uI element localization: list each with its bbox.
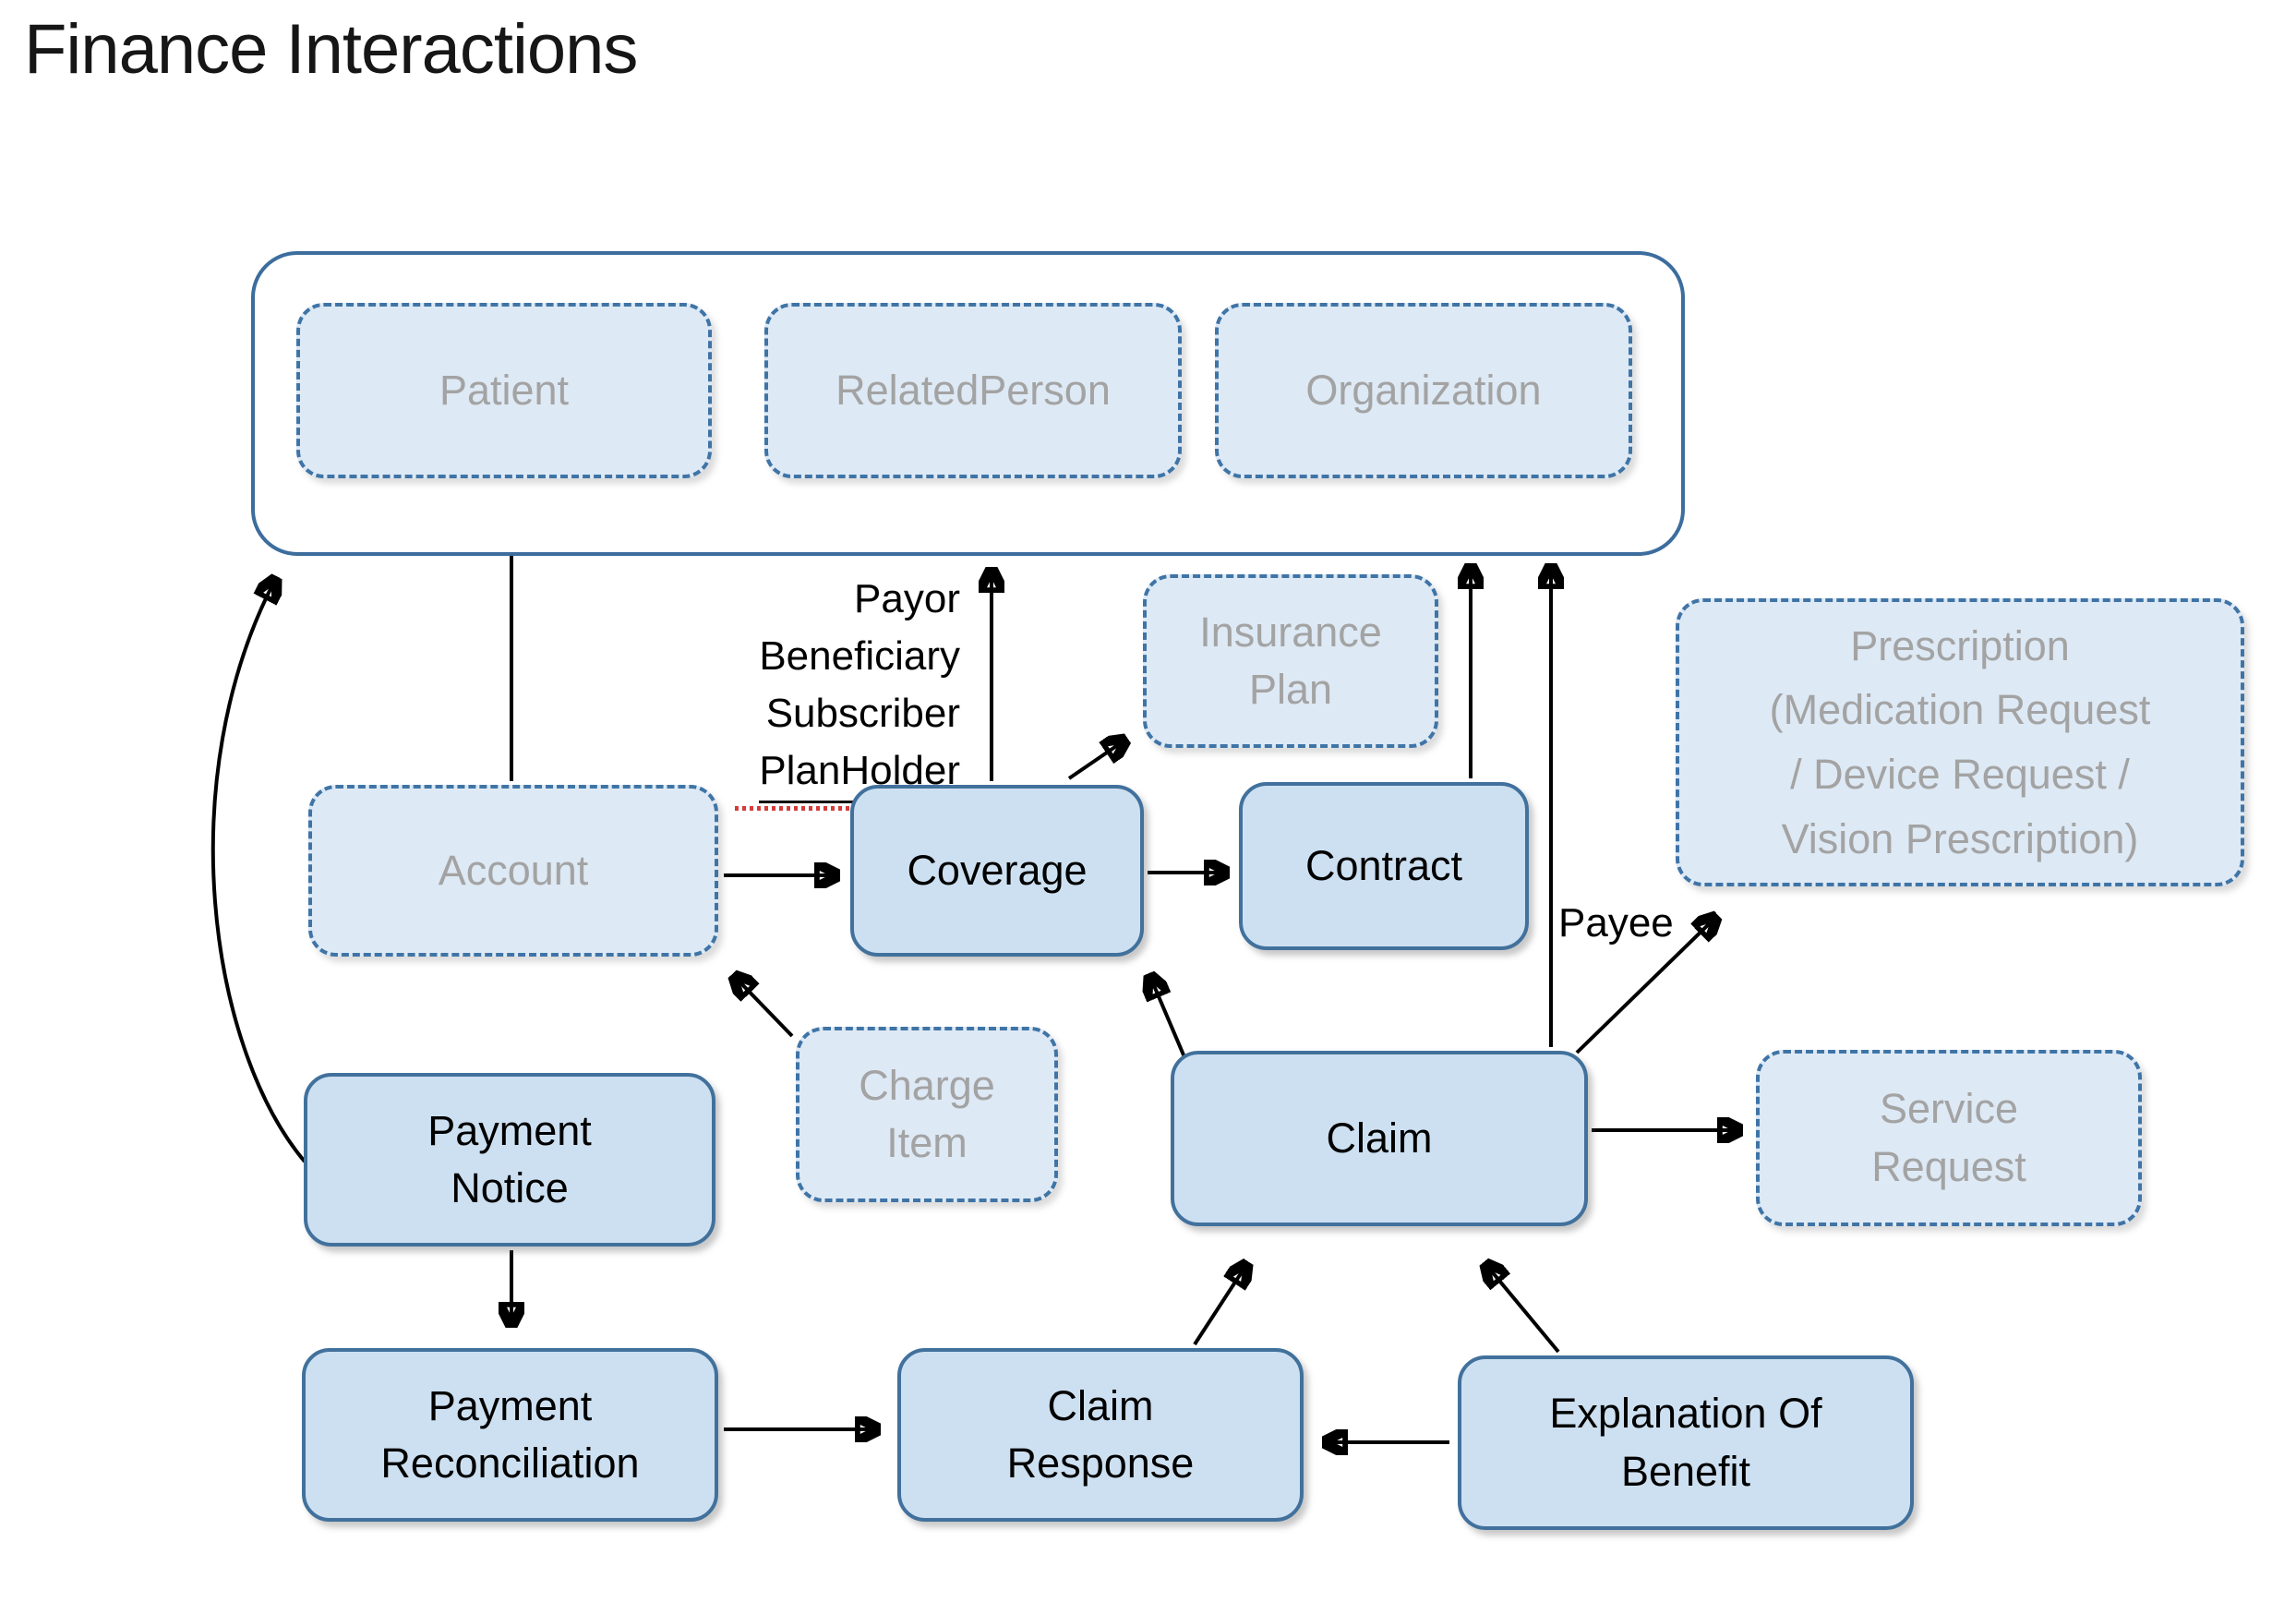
label-payor: Payor — [854, 576, 960, 621]
page-title: Finance Interactions — [24, 10, 638, 89]
arrow-explanation-of-benefit-to-claim — [1486, 1265, 1560, 1354]
arrow-claim-response-to-claim — [1193, 1265, 1246, 1346]
node-claim: Claim — [1171, 1051, 1588, 1226]
node-contract: Contract — [1239, 782, 1529, 950]
node-insurance-plan: Insurance Plan — [1143, 574, 1438, 748]
arrow-coverage-to-insurance-plan — [1067, 741, 1124, 780]
node-coverage: Coverage — [850, 785, 1144, 957]
label-payee: Payee — [1558, 900, 1674, 946]
node-charge-item: Charge Item — [796, 1027, 1058, 1202]
arrow-charge-item-to-account — [735, 977, 794, 1038]
node-payment-reconciliation: Payment Reconciliation — [302, 1348, 718, 1522]
arrow-claim-to-coverage — [1150, 977, 1189, 1065]
node-prescription: Prescription (Medication Request / Devic… — [1676, 598, 2244, 886]
node-claim-response: Claim Response — [897, 1348, 1304, 1522]
node-organization: Organization — [1215, 303, 1632, 478]
label-subscriber: Subscriber — [765, 691, 960, 736]
persons-group: Patient RelatedPerson Organization — [251, 251, 1685, 556]
node-account: Account — [308, 785, 718, 957]
node-patient: Patient — [296, 303, 712, 478]
node-service-request: Service Request — [1756, 1050, 2142, 1226]
spellcheck-underline — [735, 806, 960, 811]
node-explanation-of-benefit: Explanation Of Benefit — [1458, 1355, 1914, 1530]
arrow-payment-notice-to-persons-group — [210, 580, 307, 1163]
node-payment-notice: Payment Notice — [304, 1073, 715, 1247]
coverage-role-labels: Payor Beneficiary Subscriber PlanHolder — [683, 571, 960, 811]
label-beneficiary: Beneficiary — [759, 633, 960, 679]
node-related-person: RelatedPerson — [764, 303, 1182, 478]
